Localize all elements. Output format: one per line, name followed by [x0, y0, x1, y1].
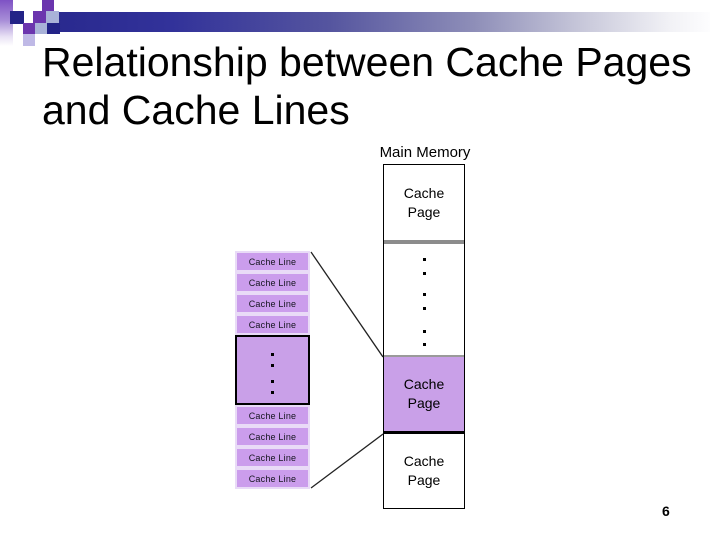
- cache-page-label: Cache Page: [403, 376, 445, 411]
- cache-page-label: Cache Page: [403, 453, 445, 488]
- ellipsis-dot: [422, 258, 426, 261]
- cache-line-row: Cache Line: [235, 314, 310, 335]
- cache-line-row: Cache Line: [235, 272, 310, 293]
- ellipsis-dot: [271, 380, 274, 383]
- ellipsis-dot: [422, 272, 426, 275]
- ellipsis-dot: [422, 330, 426, 333]
- cache-line-row: Cache Line: [235, 426, 310, 447]
- decor-gradient-bar: [54, 12, 710, 32]
- cache-page-section-top: Cache Page: [384, 165, 464, 240]
- section-divider: [384, 355, 464, 357]
- decor-square: [23, 23, 35, 34]
- cache-lines-ellipsis-box: [235, 335, 310, 405]
- cache-line-row: Cache Line: [235, 293, 310, 314]
- decor-square: [46, 11, 59, 23]
- slide-title: Relationship between Cache Pages and Cac…: [42, 38, 702, 134]
- cache-page-label: Cache Page: [403, 184, 445, 220]
- page-number: 6: [662, 503, 670, 519]
- section-divider-black: [384, 431, 464, 434]
- ellipsis-dot: [271, 353, 274, 356]
- cache-lines-column: Cache Line Cache Line Cache Line Cache L…: [235, 251, 310, 489]
- main-memory-label: Main Memory: [379, 144, 471, 161]
- decor-square: [10, 11, 24, 24]
- main-memory-column: Cache Page Cache Page Cache Page: [383, 164, 465, 509]
- vertical-ellipsis: [384, 244, 464, 355]
- decor-vertical-strip: [0, 0, 13, 46]
- decor-square: [35, 23, 47, 34]
- cache-line-row: Cache Line: [235, 447, 310, 468]
- ellipsis-dot: [271, 364, 274, 367]
- mapping-line-top: [310, 251, 384, 358]
- cache-page-section-bottom: Cache Page: [384, 434, 464, 508]
- decor-square: [47, 23, 60, 34]
- decor-square: [23, 34, 35, 46]
- section-divider: [384, 240, 464, 244]
- cache-line-row: Cache Line: [235, 251, 310, 272]
- ellipsis-dot: [422, 293, 426, 296]
- decor-square: [33, 11, 46, 23]
- ellipsis-dot: [271, 391, 274, 394]
- slide-title-line2: and Cache Lines: [42, 87, 350, 133]
- decor-square: [42, 0, 54, 11]
- ellipsis-dot: [422, 343, 426, 346]
- ellipsis-dot: [422, 307, 426, 310]
- cache-line-row: Cache Line: [235, 405, 310, 426]
- cache-line-row: Cache Line: [235, 468, 310, 489]
- slide-title-line1: Relationship between Cache Pages: [42, 39, 692, 85]
- cache-page-section-highlighted: Cache Page: [384, 357, 464, 431]
- mapping-line-bottom: [310, 433, 384, 489]
